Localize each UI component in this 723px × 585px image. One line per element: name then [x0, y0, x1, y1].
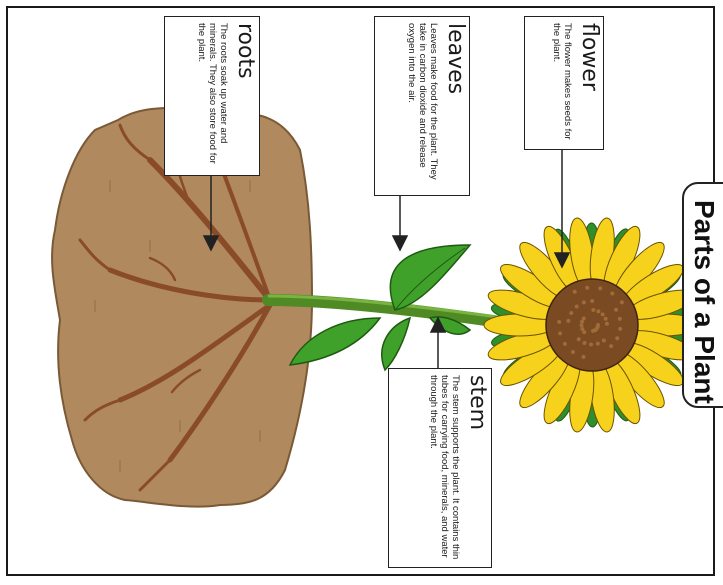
seed-dot — [563, 342, 567, 346]
seed-dot — [577, 337, 581, 341]
seed-dot — [596, 342, 600, 346]
seed-dot — [602, 338, 606, 342]
seed-dot — [590, 299, 594, 303]
flower-center — [546, 279, 638, 371]
roots-text: The roots soak up water and minerals. Th… — [196, 23, 229, 168]
seed-dot — [582, 341, 586, 345]
seed-dot — [591, 308, 595, 312]
seed-dot — [605, 322, 609, 326]
seed-dot — [580, 323, 584, 327]
flower-text: The flower makes seeds for the plant. — [551, 23, 573, 143]
seed-dot — [585, 286, 589, 290]
seed-dot — [601, 312, 605, 316]
flower — [484, 217, 700, 434]
leaves-text: Leaves make food for the plant. They tak… — [406, 23, 439, 191]
seed-dot — [589, 342, 593, 346]
seed-dot — [618, 317, 622, 321]
leaves-heading: leaves — [443, 23, 467, 94]
seed-dot — [557, 320, 561, 324]
stem-text: The stem supports the plant. It contains… — [428, 375, 461, 560]
page-title: Parts of a Plant — [688, 200, 720, 404]
seed-dot — [558, 331, 562, 335]
seed-dot — [618, 327, 622, 331]
seed-dot — [620, 300, 624, 304]
flower-heading: flower — [577, 23, 601, 91]
seed-dot — [582, 317, 586, 321]
flower-label-box: flower The flower makes seeds for the pl… — [524, 16, 604, 150]
leaves-label-box: leaves Leaves make food for the plant. T… — [374, 16, 470, 196]
seed-dot — [580, 327, 584, 331]
seed-dot — [596, 309, 600, 313]
seed-dot — [581, 355, 585, 359]
seed-dot — [575, 305, 579, 309]
seed-dot — [569, 311, 573, 315]
seed-dot — [614, 308, 618, 312]
roots-label-box: roots The roots soak up water and minera… — [164, 16, 260, 176]
seed-dot — [566, 319, 570, 323]
seed-dot — [573, 290, 577, 294]
seed-dot — [604, 317, 608, 321]
seed-dot — [582, 300, 586, 304]
seed-dot — [609, 344, 613, 348]
stem-label-box: stem The stem supports the plant. It con… — [388, 368, 492, 568]
seed-dot — [610, 291, 614, 295]
seed-dot — [571, 350, 575, 354]
seed-dot — [598, 286, 602, 290]
seed-dot — [615, 336, 619, 340]
stem-heading: stem — [465, 375, 489, 430]
roots-heading: roots — [233, 23, 257, 79]
seed-dot — [591, 329, 595, 333]
